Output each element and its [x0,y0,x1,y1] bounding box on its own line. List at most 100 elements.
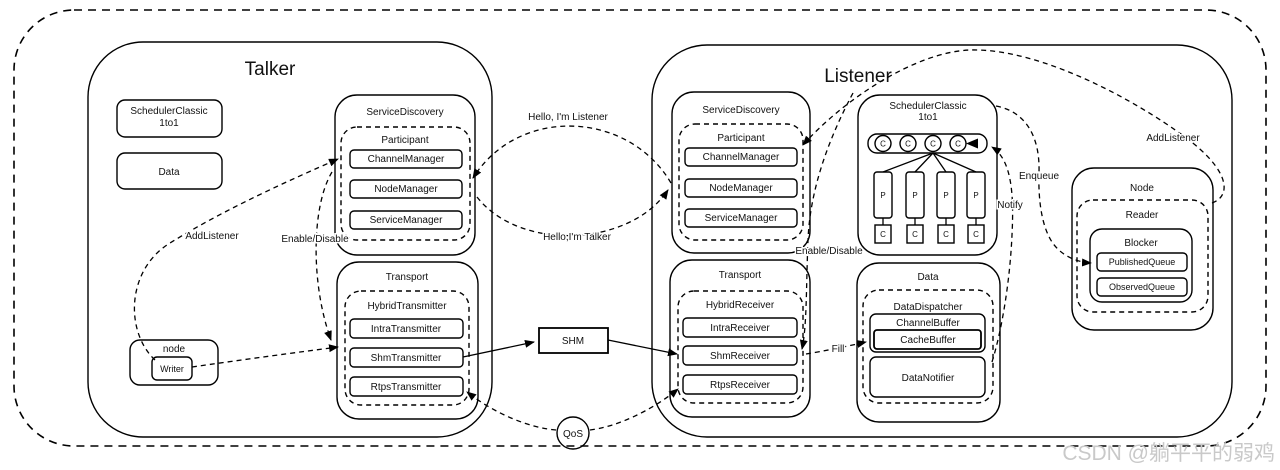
label-fill: Fill [832,344,845,355]
queue-cell-label: C [905,140,911,149]
observedqueue-box [1096,277,1188,297]
datanotifier-box [869,356,986,398]
processor-label: P [880,191,885,200]
listener-hybridreceiver-title: HybridReceiver [706,300,775,311]
listener-shmreceiver-label: ShmReceiver [710,351,771,362]
talker-transport-title: Transport [386,272,429,283]
listener-participant-title: Participant [717,133,764,144]
talker-data-box [116,152,223,190]
consumer-label: C [973,230,979,239]
cachebuffer-label: CacheBuffer [900,335,956,346]
edge-addlistener-left [133,158,339,361]
talker-scheduler-box [116,99,223,138]
talker-channelmanager-label: ChannelManager [368,154,445,165]
talker-servicediscovery-title: ServiceDiscovery [366,107,443,118]
consumer-label: C [943,230,949,239]
talker-hybridtransmitter-title: HybridTransmitter [367,301,447,312]
listener-channelmanager-label: ChannelManager [703,152,780,163]
listener-servicemanager-box [684,208,798,228]
consumer-box [967,224,985,244]
fan-line [932,152,947,173]
talker-node-box [129,339,219,386]
channelbuffer-box [869,313,986,353]
queue-cell-label: C [930,140,936,149]
talker-nodemanager-box [349,179,463,199]
channelbuffer-label: ChannelBuffer [896,318,960,329]
listener-node-title: Node [1130,183,1154,194]
edge-enqueue [995,105,1092,267]
label-notify: Notify [997,200,1023,211]
blocker-title: Blocker [1124,238,1158,249]
listener-rtpsreceiver-box [682,374,798,395]
fan-line [882,152,934,173]
edge-enabledisable-left [315,171,333,341]
queue-bar-arrow-icon [966,138,978,149]
shm-label: SHM [562,336,584,347]
talker-writer-label: Writer [160,364,184,374]
listener-node-container [1071,167,1214,331]
listener-participant-container [678,123,804,241]
talker-container [87,41,493,438]
listener-servicediscovery-container [671,91,811,254]
processor-label: P [943,191,948,200]
edge-notify [991,146,1014,363]
talker-shmtransmitter-box [349,347,464,368]
consumer-label: C [912,230,918,239]
consumer-box [906,224,924,244]
queue-cell-circle [874,134,892,153]
consumer-box [937,224,955,244]
listener-servicediscovery-title: ServiceDiscovery [702,105,779,116]
listener-transport-container [669,259,811,418]
edge-hello-talker [476,189,669,237]
cachebuffer-box [873,329,982,350]
listener-servicemanager-label: ServiceManager [705,213,778,224]
observedqueue-label: ObservedQueue [1109,282,1175,292]
listener-channelmanager-box [684,147,798,167]
talker-writer-box [151,356,193,381]
queue-cell-circle [924,134,942,153]
system-boundary [13,9,1267,447]
talker-title: Talker [245,59,296,80]
edge-enabledisable-right [799,92,854,350]
listener-transport-title: Transport [719,270,762,281]
talker-scheduler-sublabel: 1to1 [159,118,179,129]
reader-container [1076,199,1209,313]
label-enqueue: Enqueue [1019,171,1059,182]
listener-scheduler-title: SchedulerClassic [889,101,966,112]
listener-nodemanager-label: NodeManager [709,183,773,194]
label-hello-listener: Hello, I'm Listener [528,112,608,123]
label-hello-talker: Hello,I'm Talker [543,232,612,243]
edge-addlistener-right [802,49,1225,204]
reader-title: Reader [1126,210,1159,221]
edge-fill [805,340,867,355]
publishedqueue-box [1096,252,1188,272]
talker-nodemanager-label: NodeManager [374,184,438,195]
consumer-box [874,224,892,244]
listener-intrareceiver-box [682,317,798,338]
label-addlistener-left: AddListener [185,231,239,242]
listener-shmreceiver-box [682,345,798,366]
edge-shmtransmitter-to-shm [462,339,535,358]
datadispatcher-container [862,289,994,404]
edge-qos-right [589,388,679,431]
talker-servicemanager-label: ServiceManager [370,215,443,226]
queue-cell-label: C [880,140,886,149]
talker-shmtransmitter-label: ShmTransmitter [371,353,442,364]
edge-qos-left [466,391,557,431]
edge-shm-to-shmreceiver [607,339,678,357]
listener-rtpsreceiver-label: RtpsReceiver [710,380,771,391]
talker-rtpstransmitter-box [349,376,464,397]
talker-transport-container [336,261,479,420]
processor-label: P [973,191,978,200]
label-enabledisable-left: Enable/Disable [281,234,349,245]
qos-label: QoS [563,429,583,440]
talker-data-label: Data [158,167,180,178]
label-addlistener-right: AddListener [1146,133,1200,144]
talker-servicediscovery-container [334,94,476,256]
talker-servicemanager-box [349,210,463,230]
fan-line [914,152,934,173]
edge-hello-listener [472,125,672,184]
datanotifier-label: DataNotifier [902,373,955,384]
